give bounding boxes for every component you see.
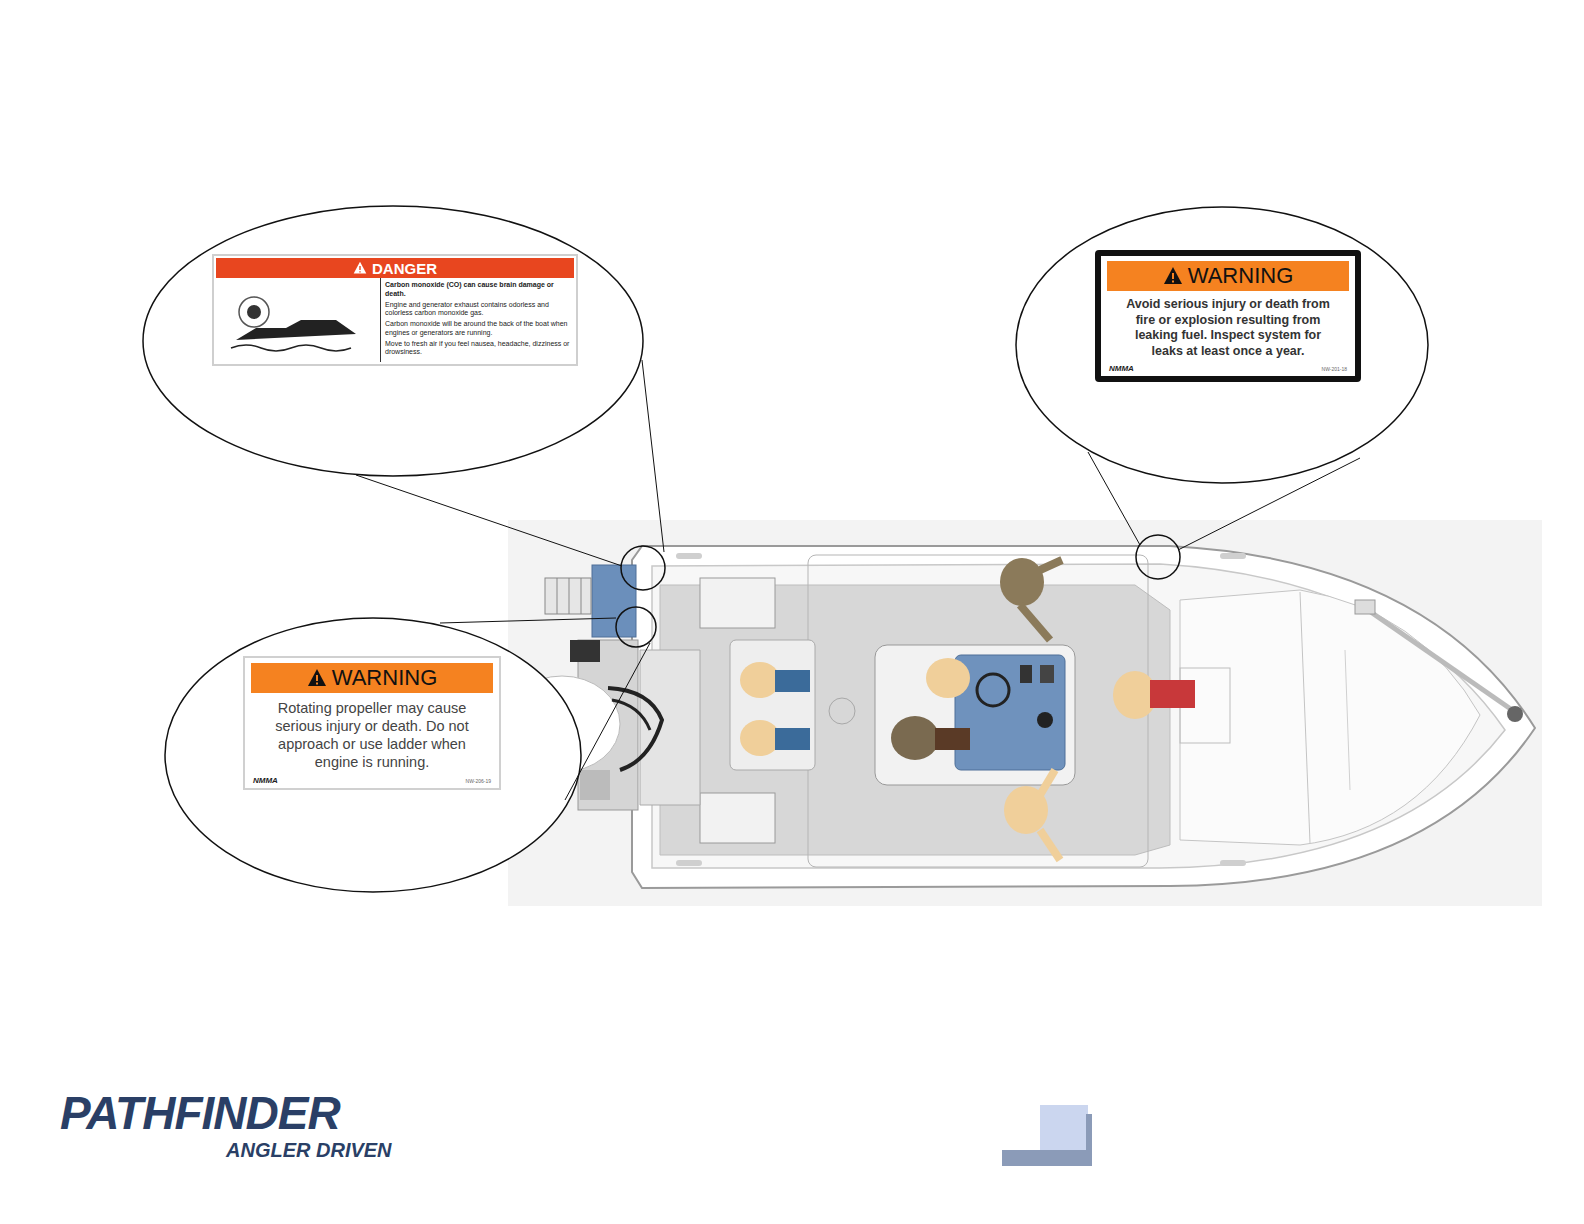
part-code: NW-201-18 [1322, 366, 1347, 372]
instruction-text: Engine and generator exhaust contains od… [385, 301, 570, 319]
hazard-statement: Avoid serious injury or death from fire … [1107, 291, 1349, 362]
hazard-statement: Rotating propeller may cause serious inj… [251, 693, 493, 774]
brand-logo: PATHFINDER [60, 1090, 340, 1136]
warning-label: DANGER Carbon monoxide (CO) can cause bra… [212, 254, 578, 366]
warning-label: WARNINGRotating propeller may cause seri… [243, 656, 501, 790]
signal-word: DANGER [372, 260, 437, 277]
alert-triangle [1163, 266, 1183, 286]
label-footer: NMMA NW-201-18 [1107, 362, 1349, 373]
warning-label: WARNINGAvoid serious injury or death fro… [1095, 250, 1361, 382]
instruction-text: Carbon monoxide will be around the back … [385, 320, 570, 338]
instruction-text: Move to fresh air if you feel nausea, he… [385, 340, 570, 358]
signal-word: WARNING [1188, 263, 1294, 289]
signal-word: WARNING [332, 665, 438, 691]
co-pictogram [216, 278, 380, 358]
part-code: NW-206-19 [466, 778, 491, 784]
label-body: Carbon monoxide (CO) can cause brain dam… [216, 278, 574, 362]
label-header: DANGER [216, 258, 574, 278]
nmma-logo: NMMA [253, 776, 278, 785]
brand-tagline: ANGLER DRIVEN [226, 1140, 392, 1160]
label-header: WARNING [251, 663, 493, 693]
label-footer: NMMA NW-206-19 [251, 774, 493, 785]
alert-triangle [307, 668, 327, 688]
label-header: WARNING [1107, 261, 1349, 291]
hazard-statement: Carbon monoxide (CO) can cause brain dam… [385, 281, 570, 299]
nmma-logo: NMMA [1109, 364, 1134, 373]
label-text-column: Carbon monoxide (CO) can cause brain dam… [380, 278, 574, 362]
alert-triangle [353, 261, 367, 275]
